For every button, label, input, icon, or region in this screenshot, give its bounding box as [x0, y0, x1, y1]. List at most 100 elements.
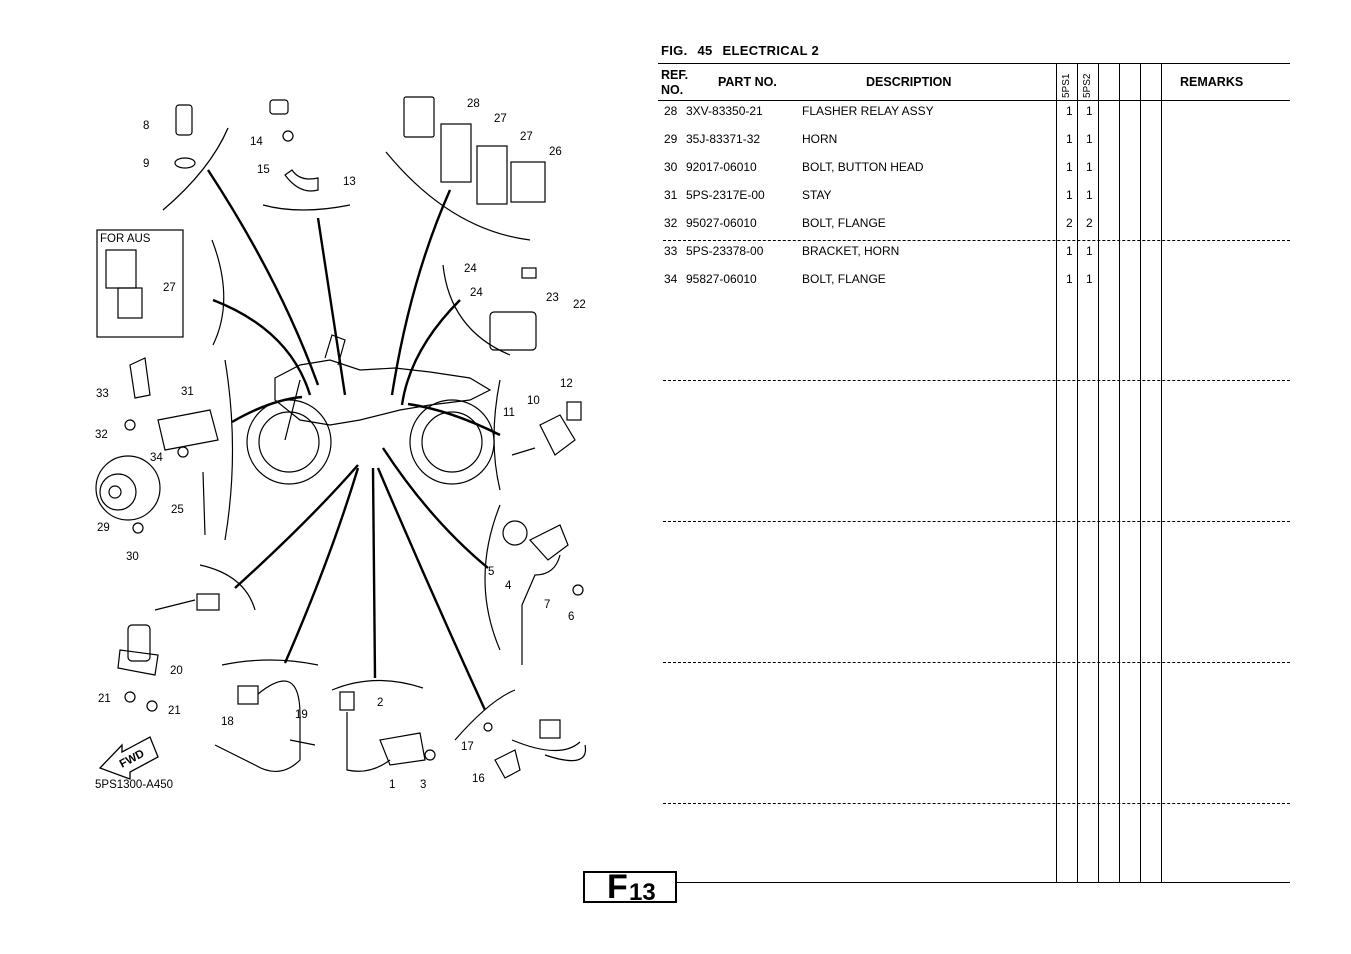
row-group-separator: [663, 380, 1290, 381]
svg-text:4: 4: [505, 580, 512, 592]
svg-text:8: 8: [143, 120, 149, 132]
row-qty-5ps1: 1: [1066, 188, 1073, 202]
svg-text:27: 27: [494, 113, 507, 125]
row-qty-5ps1: 2: [1066, 216, 1073, 230]
row-ref: 34: [664, 272, 678, 286]
col-line: [1119, 63, 1120, 883]
svg-text:27: 27: [163, 282, 176, 294]
row-qty-5ps1: 1: [1066, 104, 1073, 118]
row-qty-5ps2: 2: [1086, 216, 1093, 230]
drawing-code: 5PS1300-A450: [95, 779, 173, 791]
row-ref: 28: [664, 104, 678, 118]
row-ref: 30: [664, 160, 678, 174]
svg-text:14: 14: [250, 136, 263, 148]
header-model-5ps2: 5PS2: [1082, 73, 1093, 98]
col-line: [1077, 63, 1078, 883]
svg-text:22: 22: [573, 299, 586, 311]
col-line: [1056, 63, 1057, 883]
row-qty-5ps1: 1: [1066, 272, 1073, 286]
row-group-separator: [663, 803, 1290, 804]
row-description: BOLT, FLANGE: [802, 216, 886, 230]
row-qty-5ps2: 1: [1086, 188, 1093, 202]
svg-text:32: 32: [95, 429, 108, 441]
page-number-box: F 13: [583, 868, 677, 906]
header-ref-no: REF. NO.: [661, 68, 689, 97]
svg-text:34: 34: [150, 452, 163, 464]
col-line: [1098, 63, 1099, 883]
header-description: DESCRIPTION: [866, 75, 952, 89]
svg-text:15: 15: [257, 164, 270, 176]
svg-text:33: 33: [96, 388, 109, 400]
svg-text:26: 26: [549, 146, 562, 158]
header-remarks: REMARKS: [1180, 75, 1244, 89]
row-group-separator: [663, 240, 1290, 241]
svg-text:5: 5: [488, 566, 494, 578]
row-part-no: 35J-83371-32: [686, 132, 761, 146]
row-description: HORN: [802, 132, 838, 146]
svg-text:2: 2: [377, 697, 383, 709]
svg-text:11: 11: [503, 407, 515, 419]
row-group-separator: [663, 662, 1290, 663]
row-description: BOLT, FLANGE: [802, 272, 886, 286]
svg-text:16: 16: [472, 773, 485, 785]
row-qty-5ps2: 1: [1086, 244, 1093, 258]
row-qty-5ps2: 1: [1086, 160, 1093, 174]
row-part-no: 3XV-83350-21: [686, 104, 763, 118]
svg-text:18: 18: [221, 716, 234, 728]
row-description: FLASHER RELAY ASSY: [802, 104, 934, 118]
row-ref: 32: [664, 216, 678, 230]
row-description: STAY: [802, 188, 832, 202]
inset-label: FOR AUS: [100, 233, 151, 245]
svg-text:1: 1: [389, 779, 395, 791]
row-qty-5ps2: 1: [1086, 132, 1093, 146]
col-line: [1161, 63, 1162, 883]
svg-text:31: 31: [181, 386, 194, 398]
svg-text:10: 10: [527, 395, 540, 407]
table-top-rule: [658, 63, 1290, 64]
svg-text:17: 17: [461, 741, 474, 753]
header-model-5ps1: 5PS1: [1061, 73, 1072, 98]
row-qty-5ps1: 1: [1066, 244, 1073, 258]
page-section: F: [607, 868, 628, 906]
row-qty-5ps2: 1: [1086, 104, 1093, 118]
row-group-separator: [663, 521, 1290, 522]
page-number: 13: [629, 879, 656, 906]
row-part-no: 92017-06010: [686, 160, 757, 174]
svg-text:3: 3: [420, 779, 426, 791]
svg-text:6: 6: [568, 611, 574, 623]
svg-text:24: 24: [470, 287, 483, 299]
svg-text:30: 30: [126, 551, 139, 563]
col-line: [1140, 63, 1141, 883]
svg-text:21: 21: [98, 693, 111, 705]
exploded-parts-diagram: 8 9 14 15 13 28 27 27 26 27 24 24 23 22 …: [95, 96, 587, 791]
row-part-no: 5PS-23378-00: [686, 244, 764, 258]
row-qty-5ps1: 1: [1066, 160, 1073, 174]
row-part-no: 95027-06010: [686, 216, 757, 230]
svg-text:25: 25: [171, 504, 184, 516]
row-ref: 31: [664, 188, 678, 202]
svg-text:27: 27: [520, 131, 533, 143]
svg-text:28: 28: [467, 98, 480, 110]
svg-text:7: 7: [544, 599, 550, 611]
svg-text:19: 19: [295, 709, 308, 721]
svg-text:9: 9: [143, 158, 149, 170]
table-header-rule: [658, 100, 1290, 101]
svg-text:23: 23: [546, 292, 559, 304]
svg-text:29: 29: [97, 522, 110, 534]
svg-text:13: 13: [343, 176, 356, 188]
row-description: BOLT, BUTTON HEAD: [802, 160, 924, 174]
callout-labels: 8 9 14 15 13 28 27 27 26 27 24 24 23 22 …: [95, 98, 586, 791]
motorcycle-outline: [246, 334, 495, 485]
svg-text:20: 20: [170, 665, 183, 677]
header-part-no: PART NO.: [718, 75, 777, 89]
row-ref: 33: [664, 244, 678, 258]
footer-rule: [677, 882, 1290, 883]
row-part-no: 95827-06010: [686, 272, 757, 286]
row-part-no: 5PS-2317E-00: [686, 188, 765, 202]
row-description: BRACKET, HORN: [802, 244, 900, 258]
svg-text:24: 24: [464, 263, 477, 275]
svg-text:21: 21: [168, 705, 181, 717]
row-qty-5ps2: 1: [1086, 272, 1093, 286]
row-ref: 29: [664, 132, 678, 146]
